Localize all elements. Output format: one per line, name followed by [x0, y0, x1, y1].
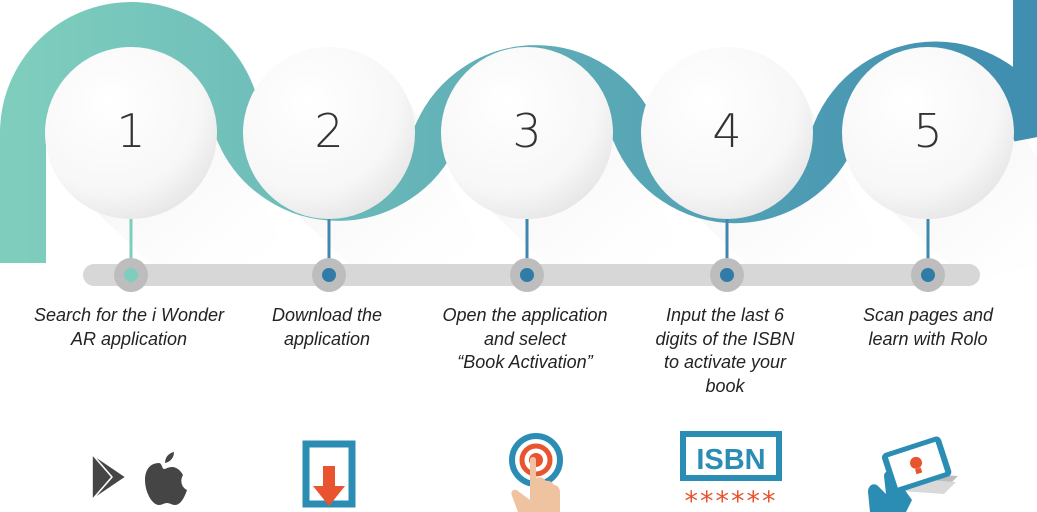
step-2-circle	[243, 47, 415, 219]
step-5-connector	[926, 219, 930, 275]
step-3-connector	[525, 219, 529, 275]
step-2-dot	[312, 258, 346, 292]
step-4-connector	[725, 219, 729, 275]
isbn-label: ISBN	[696, 444, 765, 476]
step-1-connector	[129, 219, 133, 275]
step-1-caption: Search for the i Wonder AR application	[33, 305, 225, 349]
step-4-circle	[641, 47, 813, 219]
step-4-number: 4	[712, 104, 742, 158]
step-4-dot	[710, 258, 744, 292]
step-3-circle	[441, 47, 613, 219]
step-2-number: 2	[314, 104, 344, 158]
step-3-dot	[510, 258, 544, 292]
step-1-dot	[114, 258, 148, 292]
apple-icon	[145, 452, 187, 505]
isbn-stars: ******	[685, 486, 778, 512]
step-3-number: 3	[512, 104, 542, 158]
step-2-caption: Download the application	[271, 305, 383, 349]
play-store-icon	[91, 453, 127, 501]
store-logos-icon	[86, 430, 196, 512]
step-5-dot	[911, 258, 945, 292]
step-1-circle	[45, 47, 217, 219]
step-1-number: 1	[116, 104, 146, 158]
step-3-caption: Open the application and select “Book Ac…	[442, 305, 608, 372]
step-5-circle	[842, 47, 1014, 219]
download-icon	[294, 430, 364, 512]
step-2-connector	[327, 219, 331, 275]
step-4-caption: Input the last 6 digits of the ISBN to a…	[655, 305, 795, 396]
step-5-number: 5	[913, 104, 943, 158]
tap-finger-icon	[496, 430, 568, 512]
scan-tablet-icon	[866, 430, 966, 512]
isbn-icon: ISBN ******	[676, 430, 786, 512]
wave-graphic	[0, 0, 1037, 292]
step-5-caption: Scan pages and learn with Rolo	[862, 305, 994, 349]
